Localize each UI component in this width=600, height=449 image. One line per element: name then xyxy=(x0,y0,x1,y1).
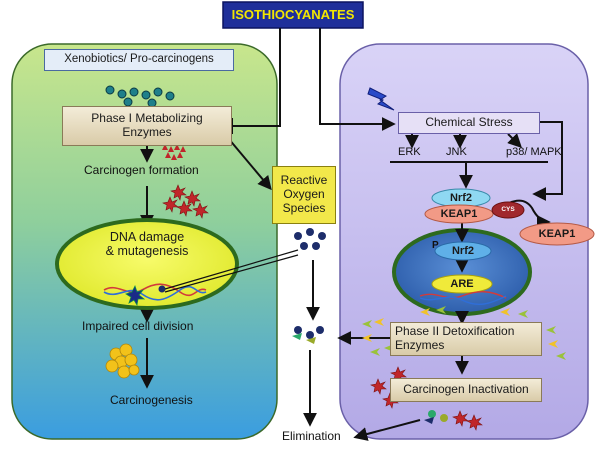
ros-molecules-icon xyxy=(294,228,326,250)
dna-damage-label: DNA damage & mutagenesis xyxy=(92,228,202,260)
carcinogen-formation-label: Carcinogen formation xyxy=(84,163,199,177)
cys-badge xyxy=(491,201,525,219)
nrf2-label: Nrf2 xyxy=(449,191,472,204)
impaired-label: Impaired cell division xyxy=(82,319,194,333)
carcinogen-triangles-icon xyxy=(162,144,186,160)
ros-line1: Reactive xyxy=(280,173,328,188)
xenobiotic-molecules-icon xyxy=(105,85,175,108)
title-line-right xyxy=(319,28,396,131)
kinase-p38: p38/ MAPK xyxy=(506,146,562,158)
cell-cluster-icon xyxy=(105,343,140,379)
arrow-to-elimination xyxy=(353,419,421,441)
phase2-box: Phase II Detoxification Enzymes xyxy=(390,322,542,356)
phospho-label: P xyxy=(432,240,439,251)
are-pill xyxy=(431,274,493,294)
dna-strand xyxy=(103,283,207,297)
title-box xyxy=(222,1,364,29)
elimination-label: Elimination xyxy=(282,429,341,443)
chemical-stress-box: Chemical Stress xyxy=(398,112,540,134)
keap1-released-pill xyxy=(519,222,595,246)
ros-line3: Species xyxy=(282,200,326,215)
keap1-label: KEAP1 xyxy=(440,207,478,220)
keap1-released-label: KEAP1 xyxy=(538,227,576,240)
dna-star-icon xyxy=(125,284,146,307)
carcinogenesis-label: Carcinogenesis xyxy=(110,393,193,407)
conjugate-molecules-icon xyxy=(292,326,324,344)
phase1-line1: Phase I Metabolizing xyxy=(91,111,203,126)
kinase-erk: ERK xyxy=(398,146,421,158)
are-dna xyxy=(419,291,507,299)
arrow-to-p38 xyxy=(507,133,522,148)
conjugate-pair-icon xyxy=(424,410,448,424)
phase1-line2: Enzymes xyxy=(122,125,172,139)
chemical-stress-loop xyxy=(532,121,563,201)
ros-box: Reactive Oxygen Species xyxy=(272,166,336,224)
inactivation-box: Carcinogen Inactivation xyxy=(390,378,542,402)
arrow-ros-dna xyxy=(164,249,299,290)
kinase-jnk: JNK xyxy=(446,146,467,158)
ros-line2: Oxygen xyxy=(283,187,325,202)
lightning-icon xyxy=(367,87,395,111)
nrf2-nucleus-label: Nrf2 xyxy=(451,244,474,257)
phase1-box: Phase I Metabolizing Enzymes xyxy=(62,106,232,146)
title-label: ISOTHIOCYANATES xyxy=(231,6,355,22)
title-line-left xyxy=(232,28,281,127)
mutagen-stars-icon xyxy=(162,184,209,219)
keap1-pill xyxy=(424,204,494,224)
xenobiotics-box: Xenobiotics/ Pro-carcinogens xyxy=(44,49,234,71)
dna-damage-line2: & mutagenesis xyxy=(105,244,189,258)
are-label: ARE xyxy=(450,277,474,290)
nrf2-nucleus-pill xyxy=(434,241,492,261)
dna-nucleus xyxy=(55,218,239,310)
cys-label: CYS xyxy=(501,206,515,214)
dna-damage-line1: DNA damage xyxy=(109,229,185,244)
phase2-line1: Phase II Detoxification xyxy=(395,324,515,339)
phase2-line2: Enzymes xyxy=(395,338,445,352)
